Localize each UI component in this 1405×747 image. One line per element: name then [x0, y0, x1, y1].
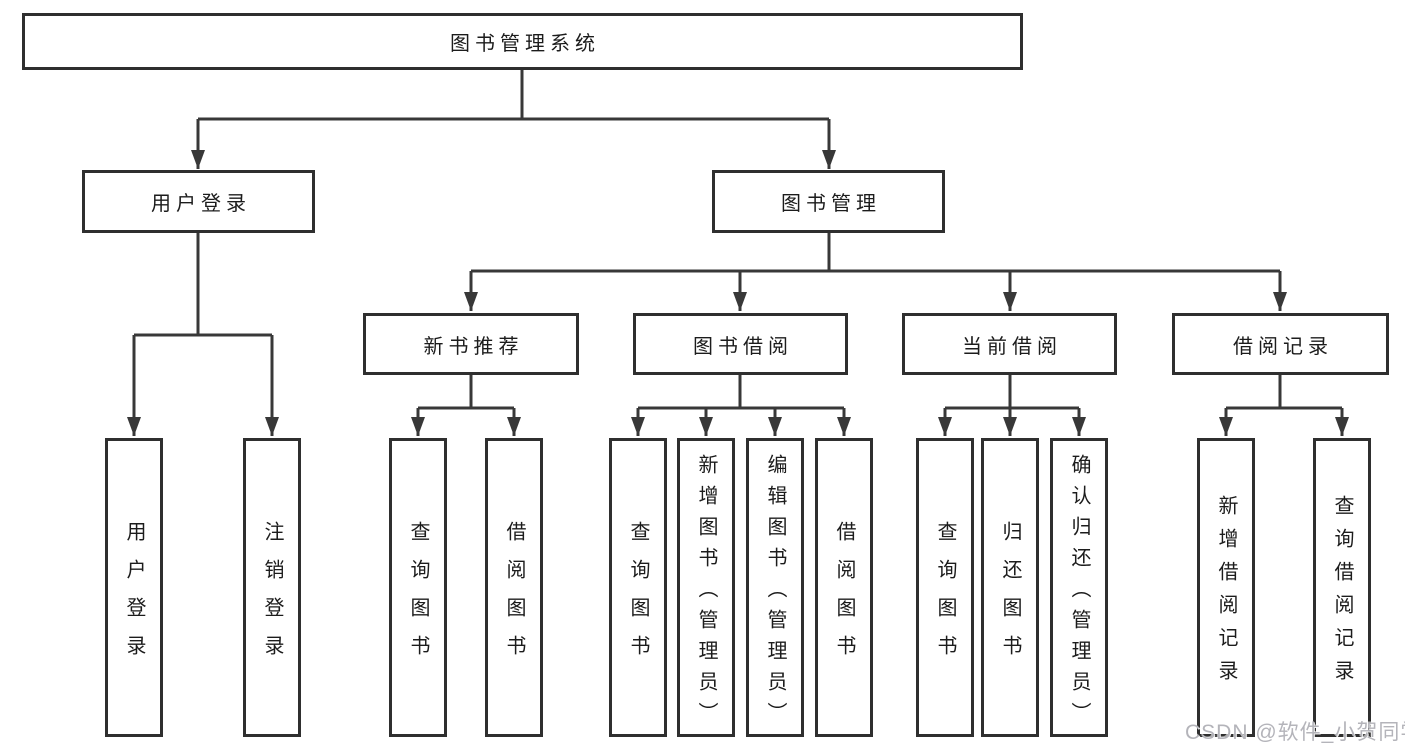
edge-current-borrow-to-leaves: [938, 375, 1086, 436]
leaf-add-books-admin: 新增图书（管理员）: [677, 438, 735, 737]
leaf-user-login: 用户登录: [105, 438, 163, 737]
leaf-query-borrow-record: 查询借阅记录: [1313, 438, 1371, 737]
leaf-query-books-borrow: 查询图书: [609, 438, 667, 737]
leaf-borrow-books-recommend-label: 借阅图书: [503, 520, 525, 673]
leaf-borrow-books: 借阅图书: [815, 438, 873, 737]
leaf-logout-label: 注销登录: [261, 520, 283, 673]
leaf-confirm-return-admin-label: 确认归还（管理员）: [1068, 453, 1090, 733]
leaf-confirm-return-admin: 确认归还（管理员）: [1050, 438, 1108, 737]
node-root-label: 图书管理系统: [450, 33, 600, 55]
leaf-query-books-recommend-label: 查询图书: [407, 520, 429, 673]
leaf-logout: 注销登录: [243, 438, 301, 737]
leaf-add-borrow-record: 新增借阅记录: [1197, 438, 1255, 737]
leaf-query-books-current-label: 查询图书: [934, 520, 956, 673]
node-book-management: 图书管理: [712, 170, 945, 233]
node-borrow-records-label: 借阅记录: [1233, 335, 1333, 358]
node-current-borrow: 当前借阅: [902, 313, 1117, 375]
edge-book-mgmt-to-level3: [464, 233, 1287, 311]
leaf-borrow-books-recommend: 借阅图书: [485, 438, 543, 737]
node-new-book-recommend-label: 新书推荐: [423, 335, 524, 358]
node-borrow-records: 借阅记录: [1172, 313, 1389, 375]
node-book-borrow: 图书借阅: [633, 313, 848, 375]
edge-new-book-recommend-to-leaves: [411, 375, 521, 436]
leaf-query-books-current: 查询图书: [916, 438, 974, 737]
edge-book-borrow-to-leaves: [631, 375, 851, 436]
leaf-user-login-label: 用户登录: [123, 520, 145, 673]
leaf-add-books-admin-label: 新增图书（管理员）: [695, 453, 717, 733]
edge-borrow-records-to-leaves: [1219, 375, 1349, 436]
node-book-management-label: 图书管理: [781, 193, 881, 215]
leaf-query-books-borrow-label: 查询图书: [627, 520, 649, 673]
leaf-edit-books-admin-label: 编辑图书（管理员）: [764, 453, 786, 733]
leaf-borrow-books-label: 借阅图书: [833, 520, 855, 673]
node-user-login-label: 用户登录: [151, 193, 251, 215]
node-book-borrow-label: 图书借阅: [693, 335, 793, 358]
node-root-system: 图书管理系统: [22, 13, 1023, 70]
edge-user-login-to-leaves: [127, 233, 279, 436]
leaf-add-borrow-record-label: 新增借阅记录: [1215, 495, 1237, 693]
node-current-borrow-label: 当前借阅: [962, 335, 1062, 358]
leaf-return-books: 归还图书: [981, 438, 1039, 737]
edge-root-to-level2: [191, 70, 836, 169]
leaf-edit-books-admin: 编辑图书（管理员）: [746, 438, 804, 737]
leaf-return-books-label: 归还图书: [999, 520, 1021, 673]
node-new-book-recommend: 新书推荐: [363, 313, 579, 375]
node-user-login: 用户登录: [82, 170, 315, 233]
leaf-query-books-recommend: 查询图书: [389, 438, 447, 737]
leaf-query-borrow-record-label: 查询借阅记录: [1331, 495, 1353, 693]
csdn-watermark: CSDN @软件_小贺同学: [1185, 721, 1405, 744]
